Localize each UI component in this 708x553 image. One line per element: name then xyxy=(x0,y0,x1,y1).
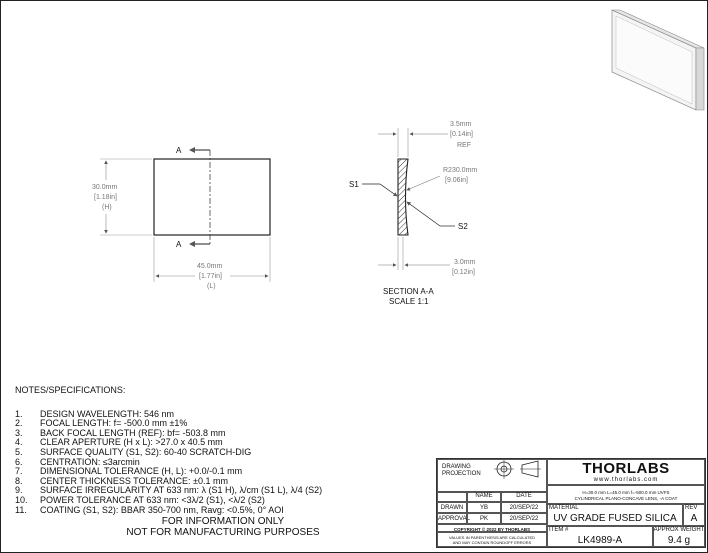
edge-thickness-mm: 3.5mm xyxy=(450,121,472,128)
brand-cell xyxy=(547,459,705,485)
center-thickness-in: [0.12in] xyxy=(452,269,475,276)
note-item: 1.DESIGN WAVELENGTH: 546 nm xyxy=(15,408,175,419)
information-disclaimer: FOR INFORMATION ONLY NOT FOR MANUFACTURI… xyxy=(126,516,320,538)
note-item: 4.CLEAR APERTURE (H x L): >27.0 x 40.5 m… xyxy=(15,437,223,448)
item-value: LK4989-A xyxy=(577,535,623,546)
height-mm: 30.0mm xyxy=(92,184,117,191)
note-item: 11.COATING (S1, S2): BBAR 350-700 nm, Ra… xyxy=(15,504,284,515)
surface-s2-label: S2 xyxy=(458,222,468,231)
section-title: SECTION A-A xyxy=(383,287,434,296)
notes-section: NOTES/SPECIFICATIONS: 1.DESIGN WAVELENGT… xyxy=(15,385,415,515)
radius-in: [9.06in] xyxy=(445,177,468,184)
material-label: MATERIAL xyxy=(549,505,579,511)
note-item: 3.BACK FOCAL LENGTH (REF): bf= -503.8 mm xyxy=(15,427,226,438)
height-symbol: (H) xyxy=(102,204,112,211)
projection-symbol-icon xyxy=(494,459,541,479)
notes-title: NOTES/SPECIFICATIONS: xyxy=(15,385,126,395)
lens-section-view xyxy=(397,158,409,236)
note-item: 2.FOCAL LENGTH: f= -500.0 mm ±1% xyxy=(15,418,188,429)
weight-label: APPROX WEIGHT xyxy=(653,527,705,533)
length-mm: 45.0mm xyxy=(197,263,222,270)
rev-label: REV xyxy=(685,505,698,511)
projection-cell xyxy=(437,459,547,492)
rev-value: A xyxy=(690,513,698,524)
note-item: 7.DIMENSIONAL TOLERANCE (H, L): +0.0/-0.… xyxy=(15,466,243,477)
note-item: 8.CENTER THICKNESS TOLERANCE: ±0.1 mm xyxy=(15,475,228,486)
edge-thickness-ref: REF xyxy=(457,142,471,149)
date-header: DATE xyxy=(501,492,547,502)
brand-website: www.thorlabs.com xyxy=(593,477,659,483)
lens-front-view xyxy=(153,158,271,236)
center-thickness-mm: 3.0mm xyxy=(454,259,476,266)
drawn-label: DRAWN xyxy=(437,502,467,513)
brand-logo: THORLABS xyxy=(582,460,670,477)
section-scale: SCALE 1:1 xyxy=(389,297,429,306)
copyright: COPYRIGHT © 2022 BY THORLABS xyxy=(437,524,547,532)
section-label-bottom: A xyxy=(176,240,182,249)
length-in: [1.77in] xyxy=(199,273,222,280)
surface-s1-label: S1 xyxy=(349,180,359,189)
item-cell xyxy=(547,526,653,547)
drawn-date: 20/SEP/22 xyxy=(501,502,547,513)
material-value: UV GRADE FUSED SILICA xyxy=(553,513,677,524)
section-label-top: A xyxy=(176,146,182,155)
note-item: 10.POWER TOLERANCE AT 633 nm: <3λ/2 (S1)… xyxy=(15,494,265,505)
note-item: 6.CENTRATION: ≤3arcmin xyxy=(15,456,140,467)
item-label: ITEM # xyxy=(549,527,569,533)
note-item: 9.SURFACE IRREGULARITY AT 633 nm: λ (S1 … xyxy=(15,485,323,496)
approval-name: PK xyxy=(467,513,501,524)
name-header: NAME xyxy=(467,492,501,502)
weight-value: 9.4 g xyxy=(667,535,691,546)
edge-thickness-in: [0.14in] xyxy=(450,131,473,138)
rev-cell xyxy=(683,504,705,526)
radius-mm: R230.0mm xyxy=(443,167,477,174)
approval-label: APPROVAL xyxy=(437,513,470,524)
length-symbol: (L) xyxy=(207,283,216,290)
weight-cell xyxy=(653,526,705,547)
lens-isometric-view xyxy=(611,9,705,111)
height-in: [1.18in] xyxy=(94,194,117,201)
note-item: 5.SURFACE QUALITY (S1, S2): 60-40 SCRATC… xyxy=(15,446,252,457)
approval-date: 20/SEP/22 xyxy=(501,513,547,524)
drawn-name: YB xyxy=(467,502,501,513)
material-cell xyxy=(547,504,683,526)
